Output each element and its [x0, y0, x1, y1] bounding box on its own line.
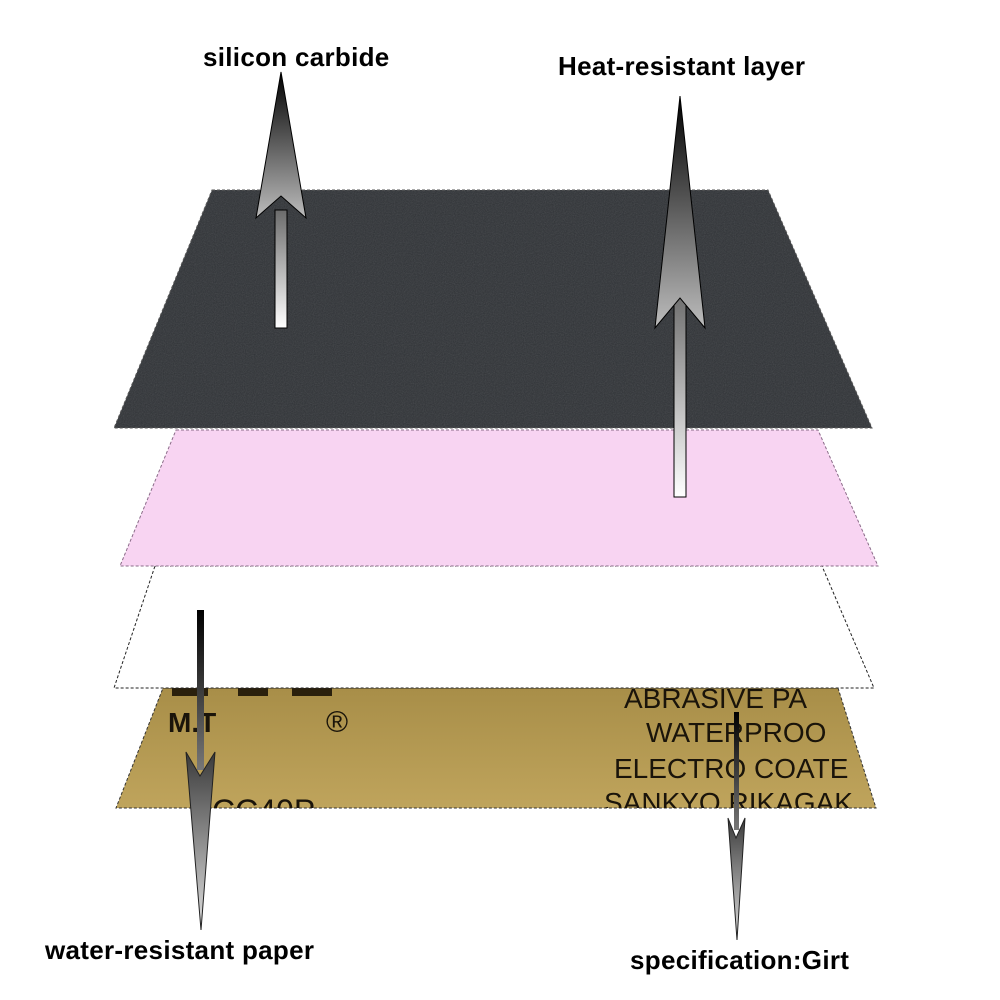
water-resistant-paper-label: water-resistant paper: [45, 935, 315, 965]
water-resistant-paper-arrow-icon: [185, 610, 216, 931]
specification-arrow-icon: [727, 712, 746, 941]
paper-print-line-3: ELECTRO COATE: [614, 753, 848, 784]
logo-mark: [238, 688, 268, 696]
specification-label: specification:Girt: [630, 945, 850, 975]
white-layer-sheet: [113, 565, 875, 689]
paper-backing-layer: M.T ® CC40P ABRASIVE PA WATERPROO ELECTR…: [115, 683, 877, 829]
heat-resistant-arrow-icon: [654, 95, 706, 498]
registered-mark: ®: [326, 706, 348, 739]
paper-print-line-1: ABRASIVE PA: [624, 683, 807, 714]
silicon-carbide-label: silicon carbide: [203, 42, 390, 72]
paper-print-line-4: SANKYO RIKAGAK: [604, 787, 853, 818]
grain-texture: [114, 190, 872, 428]
silicon-carbide-arrow-icon: [255, 71, 307, 329]
paper-model-text: CC40P: [212, 793, 315, 829]
paper-brand-text: M.T: [168, 707, 216, 738]
logo-mark: [292, 688, 332, 696]
silicon-carbide-layer: [113, 189, 873, 429]
logo-mark: [172, 688, 208, 696]
heat-resistant-layer-label: Heat-resistant layer: [558, 51, 806, 81]
heat-resistant-layer-sheet: [119, 429, 879, 567]
